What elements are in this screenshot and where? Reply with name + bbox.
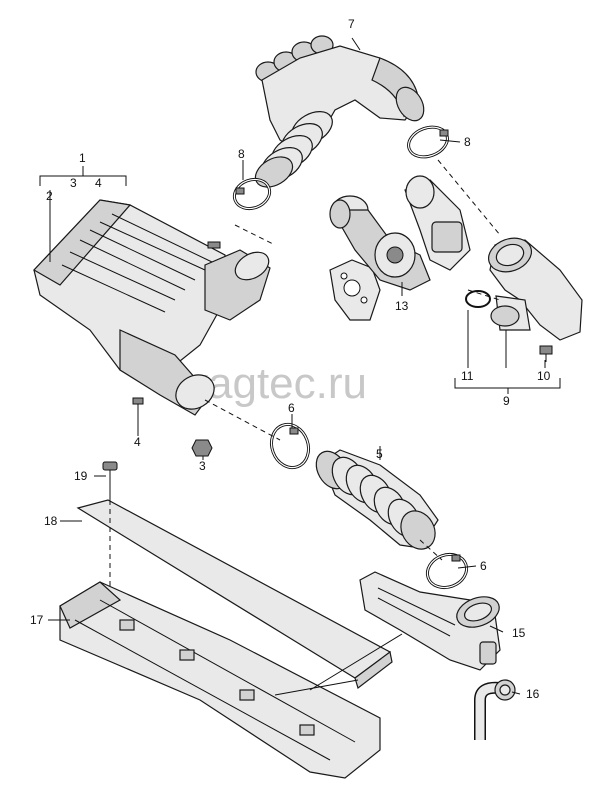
callout-8-upper: 8	[464, 135, 471, 149]
screw-part-19	[102, 461, 118, 500]
callout-7: 7	[348, 17, 355, 31]
intake-duct-part-17	[59, 581, 381, 779]
bolt-part-10	[539, 345, 553, 362]
resonator-part-15	[359, 571, 501, 671]
callout-3-nut: 3	[199, 459, 206, 473]
dashed-leader	[467, 289, 501, 301]
dashed-leader	[437, 159, 501, 236]
throttle-body-part-13	[329, 175, 471, 321]
seal-plate-part-18	[76, 499, 393, 690]
callout-17: 17	[30, 613, 44, 627]
o-ring-part-11	[465, 290, 491, 308]
callout-13: 13	[395, 299, 409, 313]
callout-1: 1	[79, 151, 86, 165]
corrugated-hose-part-5	[315, 449, 439, 550]
hose-clamp-part-8-upper	[407, 125, 449, 159]
callout-10: 10	[537, 369, 551, 383]
callout-19: 19	[74, 469, 88, 483]
callout-11: 11	[461, 369, 474, 383]
screw-part-4	[132, 397, 144, 428]
breather-hose-part-16	[474, 679, 516, 740]
callout-8-left: 8	[238, 147, 245, 161]
callout-4: 4	[95, 176, 102, 190]
air-filter-housing-part-1	[33, 199, 271, 416]
callout-6-lower: 6	[480, 559, 487, 573]
callout-5: 5	[376, 447, 383, 461]
callout-16: 16	[526, 687, 540, 701]
hose-clamp-part-8-left	[232, 177, 272, 211]
dashed-leader	[419, 539, 443, 561]
callout-18: 18	[44, 514, 58, 528]
hose-clamp-part-6-lower	[425, 552, 469, 590]
callout-6-upper: 6	[288, 401, 295, 415]
callout-3: 3	[70, 176, 77, 190]
charge-pipe-part-9	[488, 237, 583, 341]
callout-9: 9	[503, 394, 510, 408]
nut-part-3	[191, 439, 213, 457]
dashed-leader	[234, 224, 276, 246]
hose-clamp-part-6-upper	[269, 422, 311, 470]
pipe-bellows	[254, 111, 333, 188]
intake-pipe-part-7	[254, 35, 425, 188]
callout-15: 15	[512, 626, 526, 640]
callout-2: 2	[46, 189, 53, 203]
watermark: vagtec.ru	[186, 359, 367, 408]
callout-4-screw: 4	[134, 435, 141, 449]
